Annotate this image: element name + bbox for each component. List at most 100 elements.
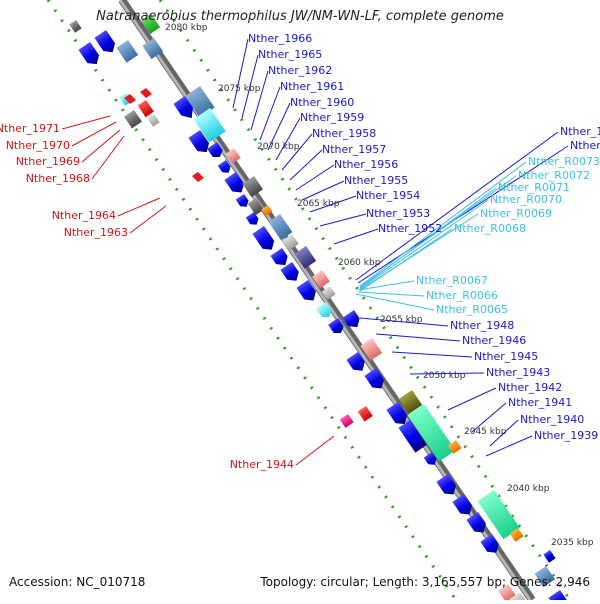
scale-label: 2075 kbp bbox=[218, 84, 261, 94]
gene-label: Nther_1955 bbox=[344, 174, 408, 187]
leader-line bbox=[241, 54, 259, 119]
gene-label: Nther_1970 bbox=[6, 139, 70, 152]
leader-line bbox=[267, 102, 291, 151]
gene-label: Nther_1968 bbox=[26, 172, 90, 185]
gene-labels: Nther_1966Nther_1965Nther_1962Nther_1961… bbox=[0, 32, 600, 471]
leader-line bbox=[355, 131, 559, 281]
leader-line bbox=[71, 121, 117, 147]
leader-line bbox=[250, 70, 269, 131]
scale-label: 2035 kbp bbox=[551, 538, 594, 548]
gene-label: Nther_1962 bbox=[268, 64, 332, 77]
leader-line bbox=[357, 280, 415, 291]
leader-line bbox=[471, 402, 507, 433]
accession-text: Accession: NC_010718 bbox=[9, 575, 146, 589]
gene-label: Nther_1963 bbox=[64, 226, 128, 239]
gene-label: Nther_1971 bbox=[0, 122, 60, 135]
gene-label: Nther_1958 bbox=[312, 127, 376, 140]
leader-line bbox=[289, 149, 323, 181]
leader-line bbox=[81, 129, 121, 163]
scale-label: 2065 kbp bbox=[297, 199, 340, 209]
leader-line bbox=[375, 333, 461, 342]
leader-line bbox=[319, 213, 367, 227]
rna-label: Nther_R0065 bbox=[436, 303, 508, 316]
reverse-small-arrow bbox=[124, 94, 136, 104]
gene-label: Nther_1943 bbox=[486, 366, 550, 379]
gene-label: Nther_1957 bbox=[322, 143, 386, 156]
leader-line bbox=[61, 115, 111, 130]
gene-label: Nther_1949 bbox=[570, 139, 600, 152]
leader-line bbox=[295, 435, 335, 466]
rna-label: Nther_R0072 bbox=[518, 169, 590, 182]
leader-line bbox=[309, 195, 357, 213]
leader-line bbox=[259, 86, 281, 141]
gene-label: Nther_1969 bbox=[16, 155, 80, 168]
label-leader-lines bbox=[61, 38, 569, 466]
leader-line bbox=[232, 38, 249, 109]
gene-label: Nther_1959 bbox=[300, 111, 364, 124]
leader-line bbox=[301, 180, 345, 201]
leader-line bbox=[359, 161, 527, 287]
leader-line bbox=[275, 117, 301, 161]
gene-label: Nther_1965 bbox=[258, 48, 322, 61]
scale-label: 2055 kbp bbox=[380, 315, 423, 325]
rna-label: Nther_R0068 bbox=[454, 222, 526, 235]
gene-label: Nther_1961 bbox=[280, 80, 344, 93]
gene-label: Nther_1944 bbox=[230, 458, 294, 471]
scale-label: 2060 kbp bbox=[338, 258, 381, 268]
forward-strand-features bbox=[141, 13, 570, 604]
rna-label: Nther_R0071 bbox=[498, 181, 570, 194]
leader-line bbox=[91, 135, 125, 180]
gene-label: Nther_1941 bbox=[508, 396, 572, 409]
gene-label: Nther_1946 bbox=[462, 334, 526, 347]
gene-label: Nther_1960 bbox=[290, 96, 354, 109]
gene-label: Nther_1956 bbox=[334, 158, 398, 171]
outer-dotted-line bbox=[46, 0, 458, 601]
gene-label: Nther_1948 bbox=[450, 319, 514, 332]
gene-label: Nther_1945 bbox=[474, 350, 538, 363]
leader-line bbox=[357, 291, 425, 297]
rna-label: Nther_R0070 bbox=[490, 193, 562, 206]
leader-line bbox=[359, 187, 497, 289]
scale-label: 2050 kbp bbox=[423, 371, 466, 381]
rna-label: Nther_R0069 bbox=[480, 207, 552, 220]
rna-label: Nther_R0066 bbox=[426, 289, 498, 302]
leader-line bbox=[359, 317, 449, 327]
leader-line bbox=[447, 387, 497, 411]
rna-label: Nther_R0073 bbox=[528, 155, 600, 168]
gene-label: Nther_1939 bbox=[534, 429, 598, 442]
gene-label: Nther_1964 bbox=[52, 209, 116, 222]
leader-line bbox=[391, 351, 473, 358]
scale-dotted-line bbox=[158, 0, 572, 601]
leader-line bbox=[117, 197, 161, 217]
gene-label: Nther_1951 bbox=[560, 125, 600, 138]
topology-text: Topology: circular; Length: 3,165,557 bp… bbox=[260, 575, 590, 589]
gene-label: Nther_1966 bbox=[248, 32, 312, 45]
rna-label: Nther_R0067 bbox=[416, 274, 488, 287]
leader-line bbox=[129, 205, 167, 234]
scale-label: 2080 kbp bbox=[165, 23, 208, 33]
map-title: Natranaerobius thermophilus JW/NM-WN-LF,… bbox=[96, 9, 504, 24]
leader-line bbox=[489, 419, 519, 447]
leader-line bbox=[355, 293, 435, 311]
leader-line bbox=[295, 164, 335, 191]
leader-line bbox=[281, 133, 313, 171]
leader-line bbox=[359, 199, 489, 290]
reverse-small-arrow bbox=[140, 88, 152, 98]
scale-label: 2045 kbp bbox=[464, 427, 507, 437]
gene-label: Nther_1942 bbox=[498, 381, 562, 394]
gene-label: Nther_1953 bbox=[366, 207, 430, 220]
gene-label: Nther_1940 bbox=[520, 413, 584, 426]
scale-labels: 2080 kbp 2075 kbp 2070 kbp 2065 kbp 2060 kbp… bbox=[165, 23, 594, 548]
leader-line bbox=[333, 228, 379, 245]
gene-label: Nther_1952 bbox=[378, 222, 442, 235]
scale-label: 2040 kbp bbox=[507, 484, 550, 494]
leader-line bbox=[485, 435, 533, 457]
gene-label: Nther_1954 bbox=[356, 189, 420, 202]
scale-label: 2070 kbp bbox=[257, 142, 300, 152]
reverse-small-arrow bbox=[192, 172, 204, 182]
reverse-strand-features bbox=[69, 20, 373, 428]
leader-line bbox=[359, 228, 453, 292]
leader-line bbox=[409, 372, 485, 375]
